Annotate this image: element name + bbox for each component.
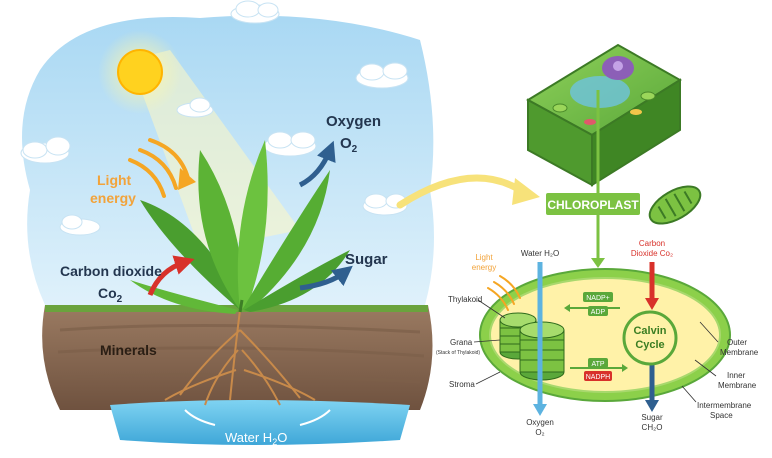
carbon-dioxide-arrow: [147, 255, 195, 296]
light-rays-icon-small: [487, 275, 521, 311]
carbon-dioxide-in-label-1: Carbon: [639, 239, 665, 248]
water-in-label: Water H₂O: [521, 249, 559, 258]
chloroplast-icon: [648, 185, 702, 225]
oxygen-formula: O2: [340, 135, 358, 155]
inner-membrane-pointer: [694, 359, 717, 377]
cloud-icon: [230, 0, 280, 24]
cloud-icon: [362, 193, 408, 216]
grass-edge: [45, 305, 428, 312]
sun-icon: [117, 49, 163, 95]
plant-leaves: [130, 140, 350, 314]
intermembrane-pointer: [681, 385, 697, 403]
grana-label: Grana: [450, 338, 473, 347]
intermembrane-label-1: Intermembrane: [697, 401, 752, 410]
grana-note: (Stack of Thylakoid): [436, 350, 480, 356]
water-arrow-right: [299, 409, 331, 426]
outer-membrane-label-1: Outer: [727, 338, 747, 347]
outer-membrane-pointer: [699, 321, 719, 343]
soil-area: [42, 305, 433, 410]
oxygen-out-label-1: Oxygen: [526, 418, 554, 427]
banner-pointer-arrowhead: [591, 258, 605, 268]
oxygen-out-label-2: O₂: [535, 428, 544, 437]
atp-badge: [588, 358, 608, 368]
cloud-icon: [176, 97, 214, 118]
grana-pointer: [473, 339, 501, 343]
nadph-badge: [584, 371, 612, 381]
nadp-plus-badge: [583, 292, 613, 302]
light-energy-label-2: energy: [90, 190, 136, 206]
sugar-out-label-1: Sugar: [641, 413, 663, 422]
cloud-icon: [263, 131, 317, 157]
nadp-return-arrowhead: [564, 304, 570, 312]
zoom-connector-arrowhead: [512, 178, 540, 205]
nadph-label: NADPH: [586, 374, 611, 381]
calvin-cycle-ring: [622, 310, 678, 366]
intermembrane-label-2: Space: [710, 411, 733, 420]
atp-forward-arrowhead: [622, 364, 628, 372]
inner-membrane-label-1: Inner: [727, 371, 746, 380]
cloud-icon: [20, 136, 71, 164]
water-in-arrowhead: [533, 404, 547, 416]
oxygen-arrow: [298, 140, 336, 188]
adp-label: ADP: [591, 309, 606, 316]
cloud-icon: [355, 62, 409, 89]
sugar-out-arrowhead: [645, 400, 659, 412]
carbon-dioxide-in-arrowhead: [645, 298, 659, 310]
water-arrow-left: [184, 409, 216, 426]
sugar-out-label-2: CH₂O: [642, 423, 663, 432]
calvin-cycle-label-2: Cycle: [635, 339, 664, 351]
stroma-label: Stroma: [449, 380, 475, 389]
minerals-label: Minerals: [100, 342, 157, 358]
right-scene: CHLOROPLAST: [436, 43, 759, 437]
light-ray-arrowhead: [178, 168, 196, 190]
plant-roots: [164, 309, 316, 406]
right-light-energy-label-2: energy: [472, 263, 496, 272]
plant-cell-icon: [526, 43, 682, 187]
sugar-label: Sugar: [345, 251, 388, 268]
outer-membrane-label-2: Membrane: [720, 348, 759, 357]
atp-label: ATP: [591, 361, 604, 368]
chloroplast-banner-text: CHLOROPLAST: [547, 198, 639, 212]
co2-formula: Co2: [98, 285, 123, 305]
carbon-dioxide-in-label-2: Dioxide Co₂: [631, 249, 673, 258]
cloud-icon: [59, 214, 101, 236]
oxygen-label: Oxygen: [326, 113, 381, 130]
nadp-plus-label: NADP+: [586, 295, 610, 302]
zoom-connector-arrow: [396, 174, 524, 209]
stroma-pointer: [475, 371, 501, 385]
left-scene: Light energy Oxygen O2 Carbon dioxide Co…: [20, 0, 434, 447]
inner-membrane-label-2: Membrane: [718, 381, 757, 390]
light-energy-label: Light: [97, 172, 132, 188]
thylakoid-label: Thylakoid: [448, 295, 482, 304]
calvin-cycle-label-1: Calvin: [633, 325, 666, 337]
right-light-energy-label-1: Light: [475, 253, 493, 262]
chloroplast-banner: [546, 193, 640, 215]
water-label: Water H2O: [225, 430, 287, 447]
sugar-arrow: [299, 265, 353, 291]
carbon-dioxide-label: Carbon dioxide: [60, 263, 162, 279]
thylakoid-pointer: [477, 299, 506, 319]
light-rays-icon: [128, 138, 190, 198]
